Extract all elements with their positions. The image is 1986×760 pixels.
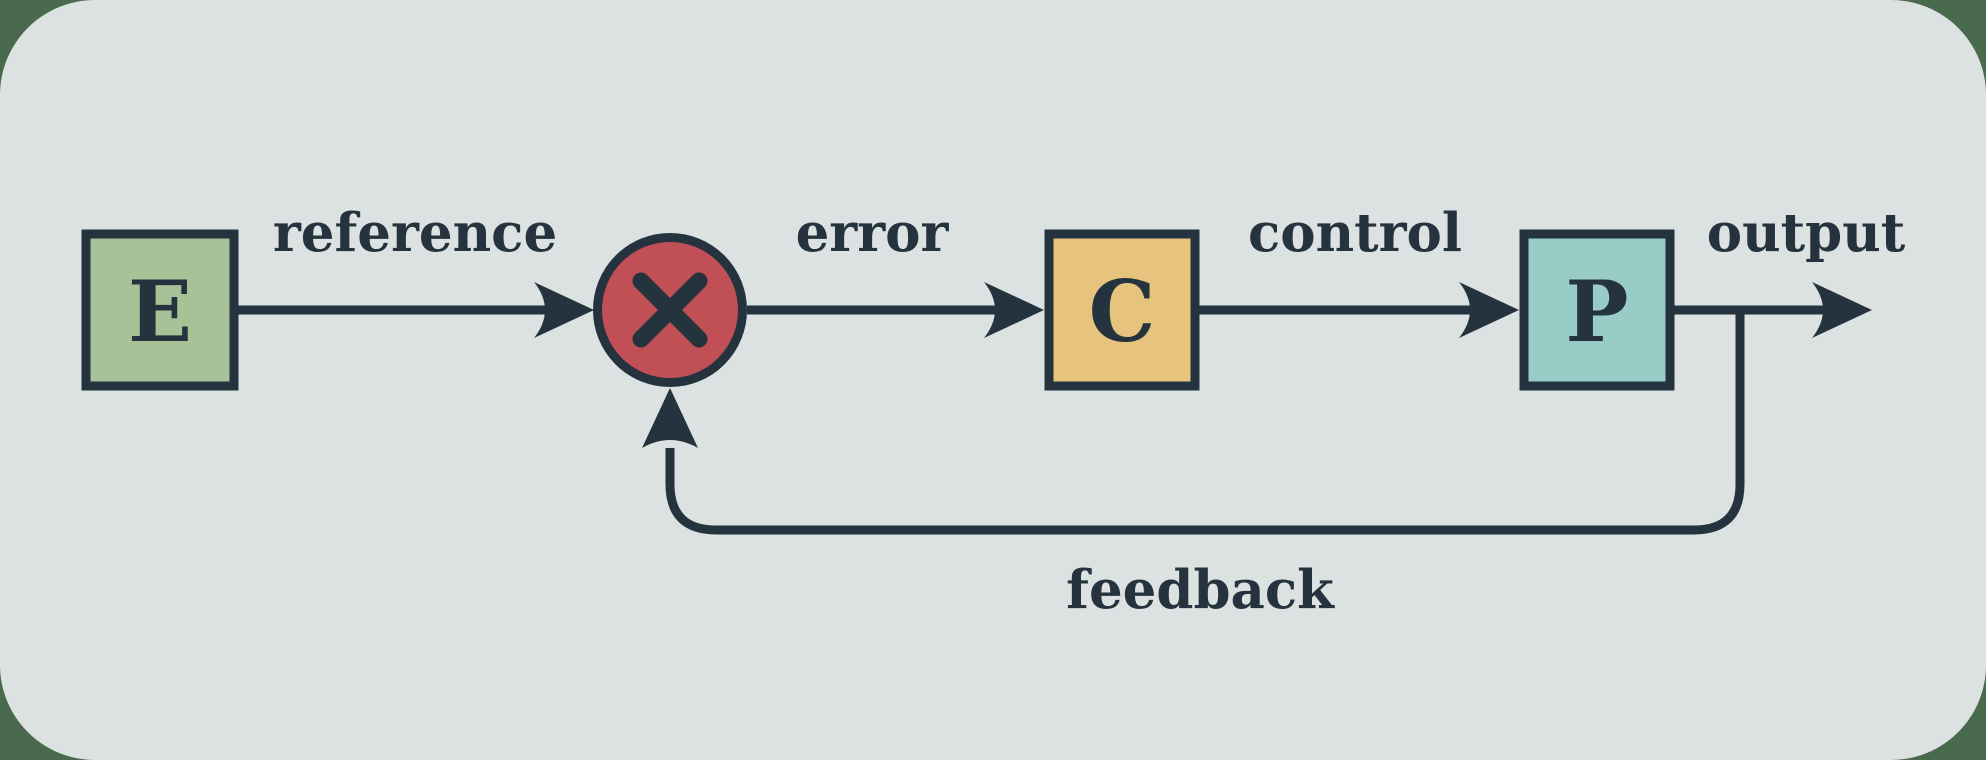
controller-box <box>1044 229 1200 391</box>
output-signal-label: output <box>1707 202 1906 264</box>
multiply-icon <box>632 272 708 348</box>
controller-label: C <box>1089 262 1156 361</box>
control-arrowhead-icon <box>1459 282 1519 338</box>
error-arrowhead-icon <box>984 282 1044 338</box>
control-signal-label: control <box>1248 202 1462 264</box>
node-controller: C <box>1044 229 1200 391</box>
signal-arrows <box>238 282 1872 535</box>
feedback-arrowhead-icon <box>642 388 698 448</box>
reference-signal-label: reference <box>273 202 557 264</box>
encoder-box <box>81 229 239 391</box>
node-plant: P <box>1519 229 1675 391</box>
reference-arrowhead-icon <box>534 282 594 338</box>
plant-label: P <box>1565 262 1628 361</box>
plant-box <box>1519 229 1675 391</box>
node-encoder: E <box>81 229 239 391</box>
encoder-label: E <box>128 262 192 361</box>
error-signal-label: error <box>796 202 950 264</box>
feedback-line <box>665 310 1745 535</box>
node-sum-junction <box>593 233 747 387</box>
output-arrowhead-icon <box>1812 282 1872 338</box>
feedback-signal-label: feedback <box>1066 559 1335 621</box>
